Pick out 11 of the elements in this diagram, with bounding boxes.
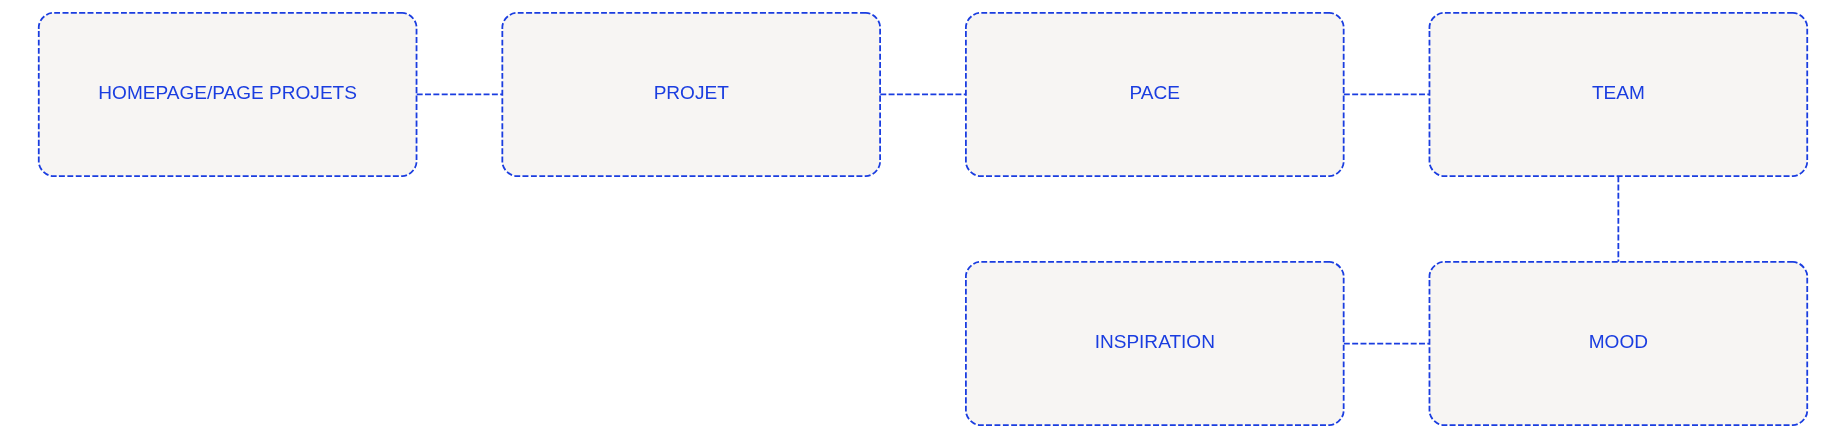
connector (415, 93, 503, 96)
connector (1616, 175, 1619, 263)
node-box: INSPIRATION (964, 261, 1345, 427)
connector (878, 93, 967, 96)
connector (1342, 93, 1430, 96)
node-box: TEAM (1428, 11, 1808, 177)
node-box: PROJET (500, 11, 881, 177)
node-box: MOOD (1428, 261, 1808, 427)
connector (1342, 342, 1430, 345)
node-box: PACE (964, 11, 1345, 177)
node-box: HOMEPAGE/PAGE PROJETS (37, 11, 417, 177)
